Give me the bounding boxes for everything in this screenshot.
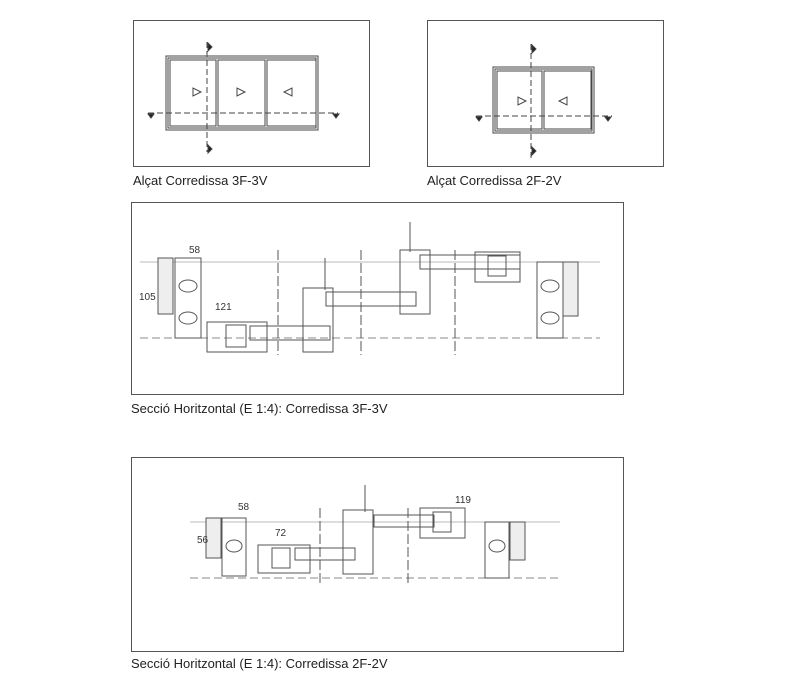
section-3f-3v-frame [131,202,624,395]
dimension-label: 56 [197,535,209,546]
section-3f-3v-drawing [140,222,600,355]
elevation-2f-2v-drawing [475,43,612,158]
dimension-label: 58 [238,502,250,513]
dimension-label: 105 [139,292,156,303]
elevation-3f-3v-drawing [147,41,340,155]
dimension-label: 121 [215,302,232,313]
dimension-label: 119 [455,495,471,506]
caption-elevation-2f-2v: Alçat Corredissa 2F-2V [427,173,562,188]
elevation-3f-3v-frame [133,20,370,167]
dimension-label: 58 [189,245,201,256]
caption-elevation-3f-3v: Alçat Corredissa 3F-3V [133,173,268,188]
dimension-label: 72 [275,528,287,539]
section-2f-2v-drawing [190,485,560,585]
elevation-2f-2v-frame [427,20,664,167]
caption-section-3f-3v: Secció Horitzontal (E 1:4): Corredissa 3… [131,401,388,416]
caption-section-2f-2v: Secció Horitzontal (E 1:4): Corredissa 2… [131,656,388,671]
